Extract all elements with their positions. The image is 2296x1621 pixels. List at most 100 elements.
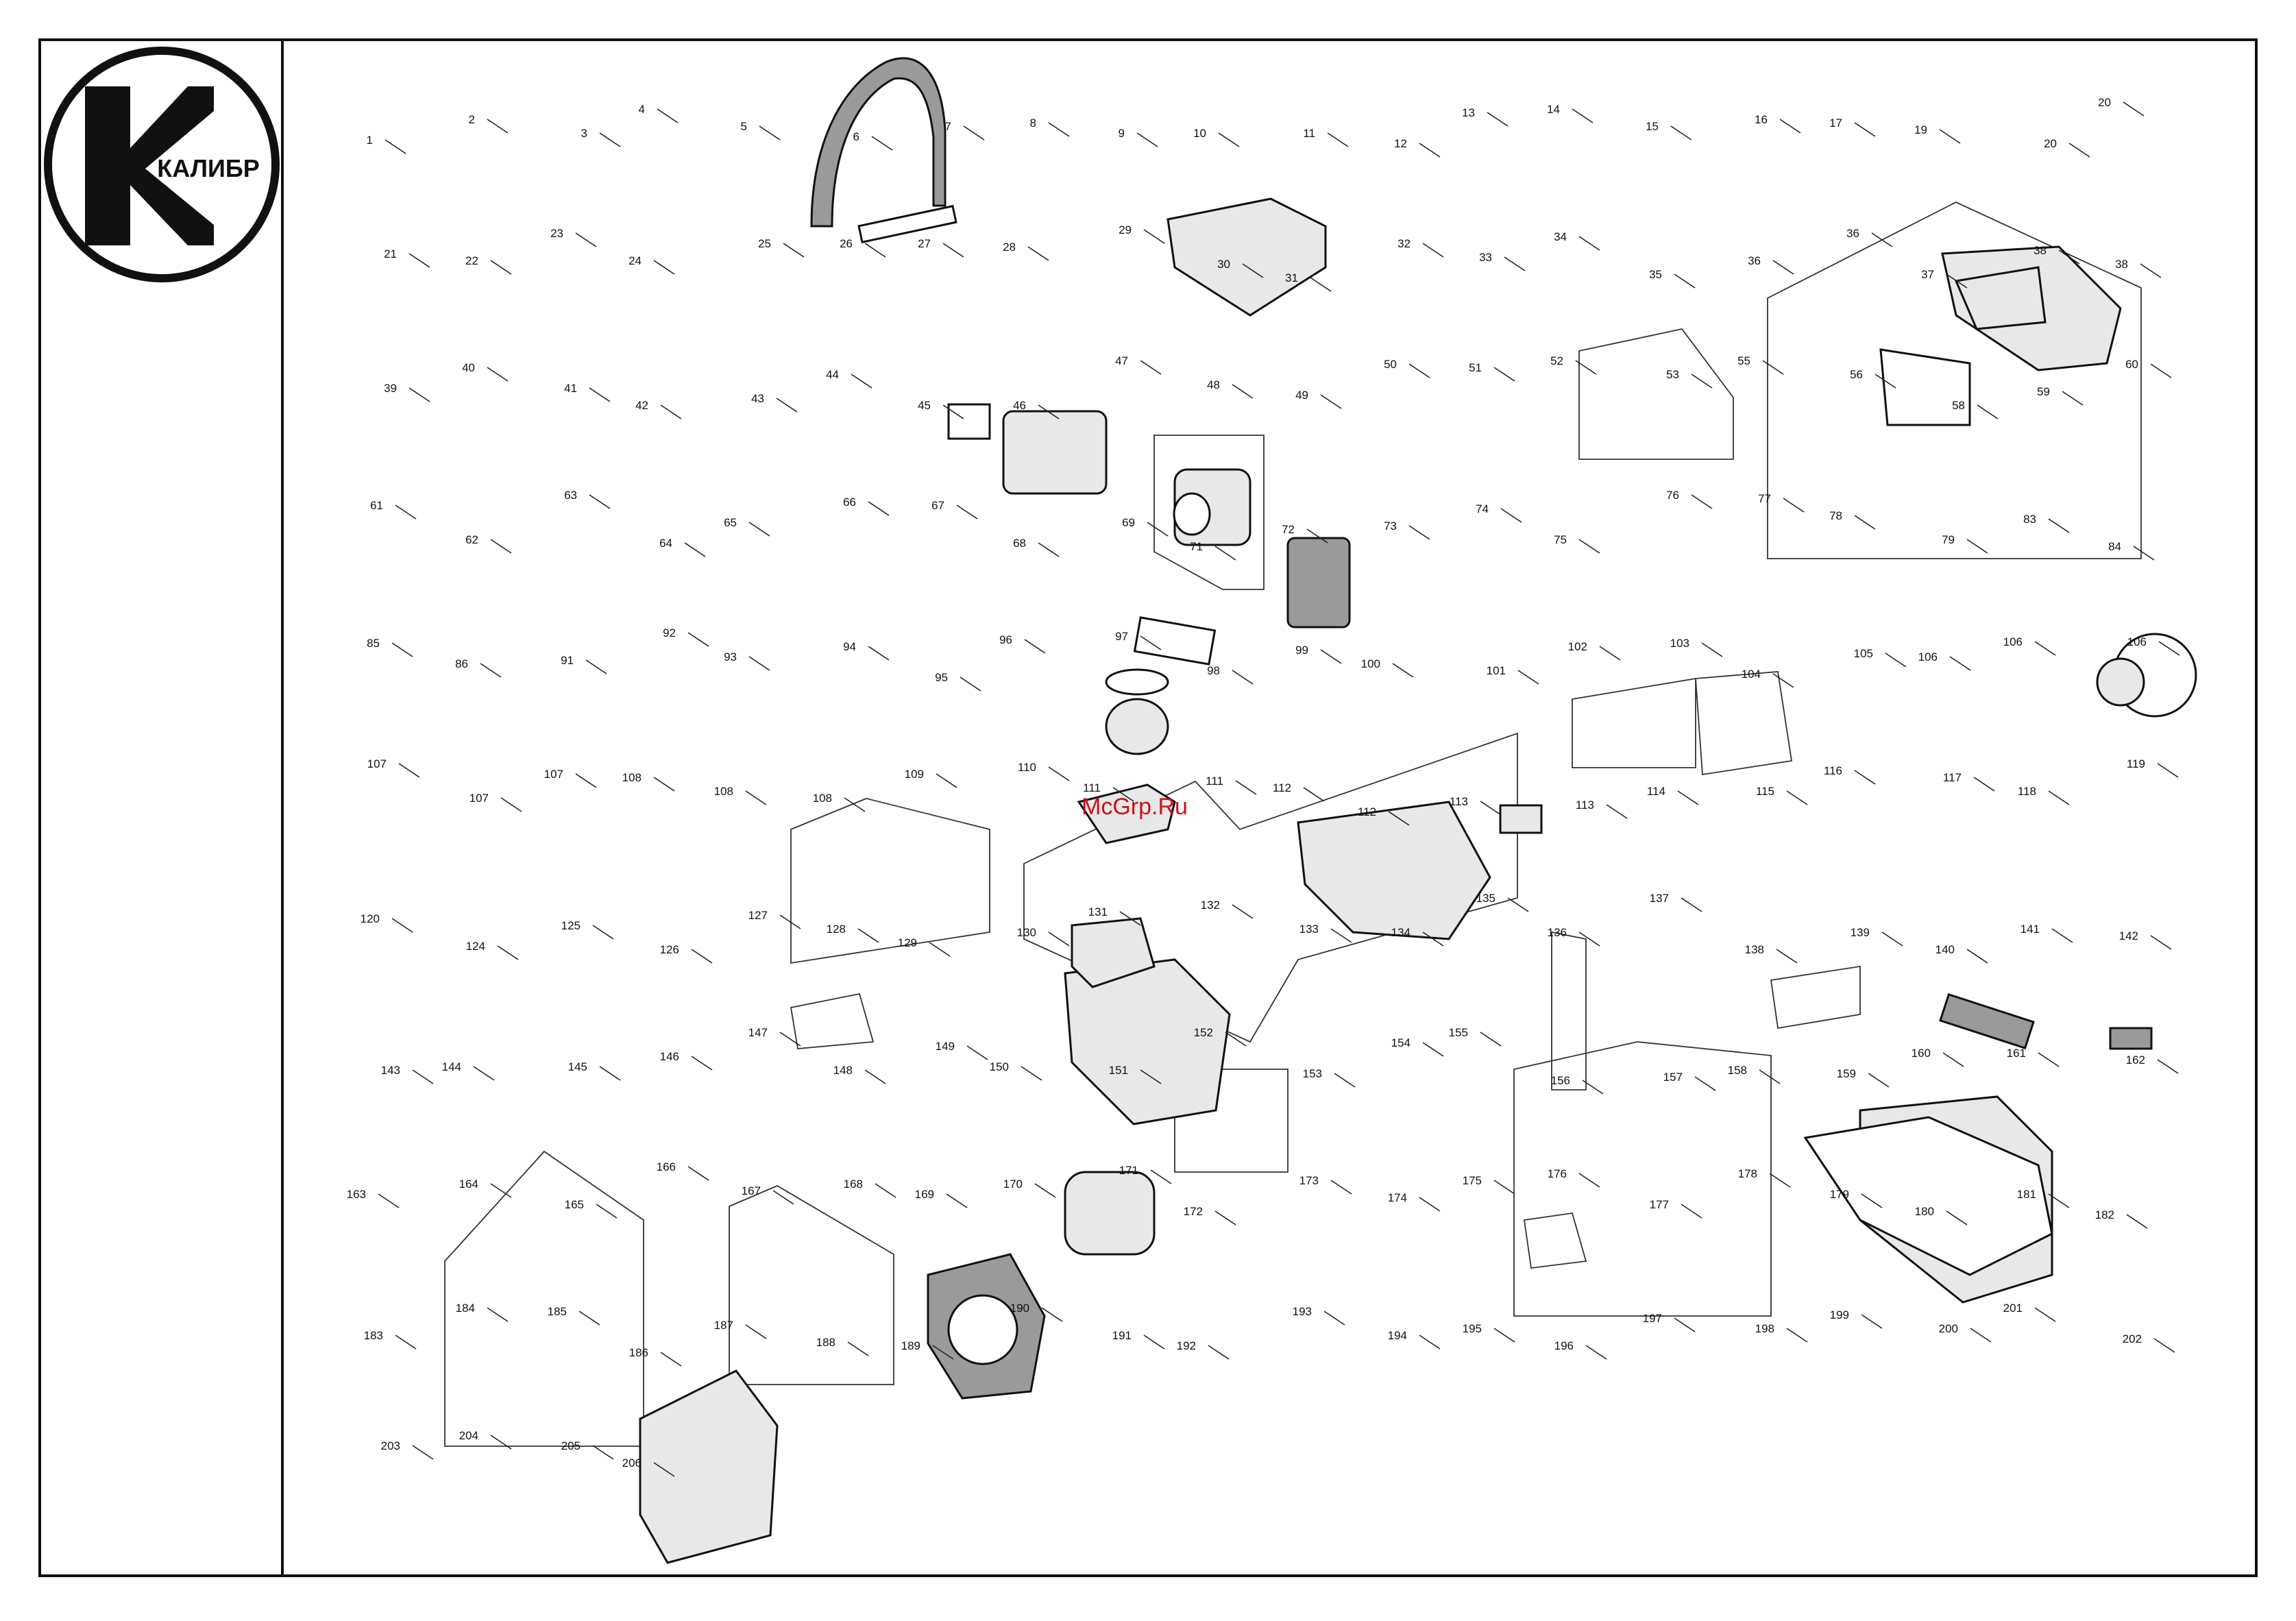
leader-line bbox=[1303, 787, 1325, 802]
leader-line bbox=[1034, 1183, 1056, 1198]
callout-106: 106 bbox=[2003, 635, 2056, 656]
outline-starter-67 bbox=[444, 1150, 644, 1447]
callout-number: 175 bbox=[1463, 1174, 1482, 1187]
callout-191: 191 bbox=[1112, 1329, 1165, 1350]
leader-line bbox=[871, 136, 893, 151]
callout-113: 113 bbox=[1576, 799, 1628, 819]
callout-number: 101 bbox=[1487, 664, 1506, 677]
callout-189: 189 bbox=[901, 1339, 954, 1360]
leader-line bbox=[1232, 670, 1254, 685]
callout-number: 21 bbox=[384, 247, 397, 260]
callout-103: 103 bbox=[1670, 637, 1723, 657]
callout-190: 190 bbox=[1010, 1302, 1063, 1322]
callout-142: 142 bbox=[2119, 929, 2172, 950]
callout-number: 156 bbox=[1551, 1074, 1570, 1087]
callout-number: 4 bbox=[639, 103, 645, 116]
callout-number: 52 bbox=[1550, 354, 1563, 367]
callout-32: 32 bbox=[1397, 237, 1444, 258]
leader-line bbox=[1585, 1345, 1607, 1360]
callout-number: 43 bbox=[751, 392, 764, 405]
callout-number: 93 bbox=[724, 650, 737, 663]
leader-line bbox=[1762, 360, 1784, 375]
outline-carb-47 bbox=[790, 798, 990, 964]
callout-158: 158 bbox=[1728, 1064, 1781, 1084]
callout-132: 132 bbox=[1201, 899, 1254, 919]
callout-number: 180 bbox=[1915, 1205, 1934, 1218]
callout-number: 147 bbox=[748, 1026, 768, 1039]
callout-number: 152 bbox=[1194, 1026, 1213, 1039]
callout-number: 84 bbox=[2108, 540, 2121, 553]
callout-number: 44 bbox=[826, 368, 839, 381]
leader-line bbox=[1868, 1073, 1890, 1088]
callout-number: 41 bbox=[564, 382, 577, 395]
leader-line bbox=[473, 1066, 495, 1081]
leader-line bbox=[1599, 646, 1621, 661]
callout-206: 206 bbox=[622, 1457, 675, 1477]
callout-112: 112 bbox=[1273, 781, 1325, 802]
callout-number: 3 bbox=[581, 127, 587, 140]
leader-line bbox=[1786, 1328, 1808, 1343]
callout-56: 56 bbox=[1850, 368, 1896, 389]
callout-22: 22 bbox=[465, 254, 512, 275]
callout-155: 155 bbox=[1449, 1026, 1502, 1047]
leader-line bbox=[2157, 1059, 2179, 1074]
callout-number: 25 bbox=[758, 237, 771, 250]
callout-116: 116 bbox=[1824, 764, 1876, 785]
callout-53: 53 bbox=[1666, 368, 1713, 389]
callout-46: 46 bbox=[1013, 399, 1060, 419]
callout-101: 101 bbox=[1487, 664, 1539, 685]
leader-line bbox=[1677, 790, 1699, 805]
callout-119: 119 bbox=[2127, 757, 2179, 778]
callout-200: 200 bbox=[1939, 1322, 1992, 1343]
callout-148: 148 bbox=[833, 1064, 886, 1084]
callout-number: 55 bbox=[1737, 354, 1750, 367]
leader-line bbox=[1874, 374, 1896, 389]
leader-line bbox=[1225, 1032, 1247, 1047]
leader-line bbox=[966, 1045, 988, 1060]
outline-switch-59 bbox=[1174, 1069, 1289, 1173]
leader-line bbox=[2140, 263, 2162, 278]
callout-number: 62 bbox=[465, 533, 478, 546]
leader-line bbox=[487, 367, 509, 382]
callout-number: 142 bbox=[2119, 929, 2138, 942]
callout-129: 129 bbox=[898, 936, 951, 957]
leader-line bbox=[1048, 122, 1070, 137]
callout-number: 99 bbox=[1295, 644, 1308, 657]
callout-number: 9 bbox=[1119, 127, 1125, 140]
outline-oil-pump-148 bbox=[1572, 677, 1696, 768]
callout-162: 162 bbox=[2126, 1053, 2179, 1074]
leader-line bbox=[2126, 1214, 2148, 1229]
callout-106: 106 bbox=[1918, 650, 1971, 671]
leader-line bbox=[395, 504, 417, 520]
callout-number: 38 bbox=[2034, 244, 2047, 257]
leader-line bbox=[653, 777, 675, 792]
callout-140: 140 bbox=[1935, 943, 1988, 964]
callout-29: 29 bbox=[1119, 223, 1165, 244]
callout-number: 7 bbox=[945, 120, 951, 133]
base-gasket bbox=[1133, 616, 1217, 666]
callout-number: 179 bbox=[1830, 1188, 1849, 1201]
callout-117: 117 bbox=[1943, 771, 1995, 792]
callout-number: 31 bbox=[1285, 271, 1298, 284]
leader-line bbox=[1112, 787, 1134, 802]
leader-line bbox=[1480, 801, 1502, 816]
callout-64: 64 bbox=[659, 537, 706, 557]
callout-60: 60 bbox=[2125, 358, 2172, 378]
leader-line bbox=[1783, 498, 1805, 513]
callout-34: 34 bbox=[1554, 230, 1600, 251]
callout-168: 168 bbox=[844, 1178, 896, 1198]
callout-number: 48 bbox=[1207, 378, 1220, 391]
callout-number: 12 bbox=[1394, 137, 1407, 150]
callout-number: 97 bbox=[1115, 630, 1128, 643]
callout-72: 72 bbox=[1282, 523, 1328, 544]
leader-line bbox=[1701, 642, 1723, 657]
callout-number: 26 bbox=[840, 237, 853, 250]
callout-115: 115 bbox=[1756, 785, 1808, 805]
callout-130: 130 bbox=[1017, 926, 1070, 947]
callout-182: 182 bbox=[2095, 1208, 2148, 1229]
callout-62: 62 bbox=[465, 533, 512, 554]
callout-19: 19 bbox=[1914, 123, 1961, 144]
callout-number: 172 bbox=[1184, 1205, 1203, 1218]
callout-204: 204 bbox=[459, 1429, 512, 1450]
callout-number: 68 bbox=[1013, 537, 1026, 550]
